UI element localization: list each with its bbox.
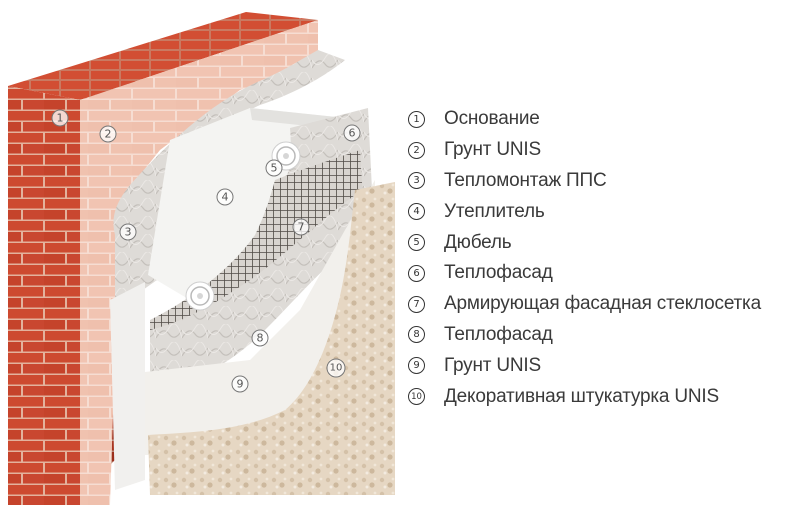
legend-item: 10 Декоративная штукатурка UNIS xyxy=(408,381,761,412)
dowel-icon xyxy=(185,281,215,311)
legend-number: 5 xyxy=(408,234,425,252)
svg-text:9: 9 xyxy=(237,378,244,391)
legend-number: 8 xyxy=(408,326,425,344)
legend-number: 3 xyxy=(408,172,425,190)
legend-label: Дюбель xyxy=(444,231,512,253)
callout-8: 8 xyxy=(251,329,269,347)
legend-label: Армирующая фасадная стеклосетка xyxy=(444,293,761,315)
legend-label: Теплофасад xyxy=(444,323,553,345)
legend-label: Основание xyxy=(444,108,540,130)
insulation-side-panel xyxy=(110,282,145,490)
brick-wall-top xyxy=(8,12,318,100)
legend-number: 6 xyxy=(408,264,425,282)
callout-1: 1 xyxy=(51,109,69,127)
legend-label: Декоративная штукатурка UNIS xyxy=(444,385,719,407)
callout-9: 9 xyxy=(231,375,249,393)
callout-5: 5 xyxy=(265,159,283,177)
callout-4: 4 xyxy=(216,188,234,206)
svg-text:6: 6 xyxy=(349,127,356,140)
svg-text:2: 2 xyxy=(105,128,112,141)
legend-label: Грунт UNIS xyxy=(444,354,541,376)
brick-wall-front xyxy=(8,86,80,505)
legend-item: 9 Грунт UNIS xyxy=(408,350,761,381)
legend-label: Тепломонтаж ППС xyxy=(444,169,607,191)
legend-item: 7 Армирующая фасадная стеклосетка xyxy=(408,289,761,320)
legend-number: 9 xyxy=(408,357,425,375)
wall-layers-diagram: 1 2 3 4 5 6 7 8 9 10 xyxy=(8,12,395,505)
legend-label: Грунт UNIS xyxy=(444,139,541,161)
callout-2: 2 xyxy=(99,125,117,143)
base-coat-over-mesh xyxy=(150,195,358,382)
callout-3: 3 xyxy=(119,223,137,241)
legend-item: 3 Тепломонтаж ППС xyxy=(408,166,761,197)
callout-7: 7 xyxy=(292,218,310,236)
legend-item: 2 Грунт UNIS xyxy=(408,135,761,166)
primer-layer-wall xyxy=(80,20,318,505)
legend-item: 4 Утеплитель xyxy=(408,196,761,227)
svg-text:10: 10 xyxy=(330,363,343,374)
callout-10: 10 xyxy=(326,358,346,378)
decorative-plaster xyxy=(148,182,395,495)
svg-text:8: 8 xyxy=(257,332,264,345)
legend-number: 4 xyxy=(408,203,425,221)
legend-number: 7 xyxy=(408,295,425,313)
legend-number: 1 xyxy=(408,110,425,128)
legend-number: 2 xyxy=(408,141,425,159)
legend-label: Теплофасад xyxy=(444,262,553,284)
svg-text:4: 4 xyxy=(222,191,229,204)
legend-item: 6 Теплофасад xyxy=(408,258,761,289)
svg-text:1: 1 xyxy=(57,112,64,125)
legend-label: Утеплитель xyxy=(444,200,545,222)
legend-item: 8 Теплофасад xyxy=(408,320,761,351)
svg-text:7: 7 xyxy=(298,221,305,234)
legend-item: 1 Основание xyxy=(408,104,761,135)
legend-number: 10 xyxy=(408,388,425,406)
svg-text:3: 3 xyxy=(125,226,132,239)
callout-6: 6 xyxy=(343,124,361,142)
legend-item: 5 Дюбель xyxy=(408,227,761,258)
svg-text:5: 5 xyxy=(271,162,278,175)
